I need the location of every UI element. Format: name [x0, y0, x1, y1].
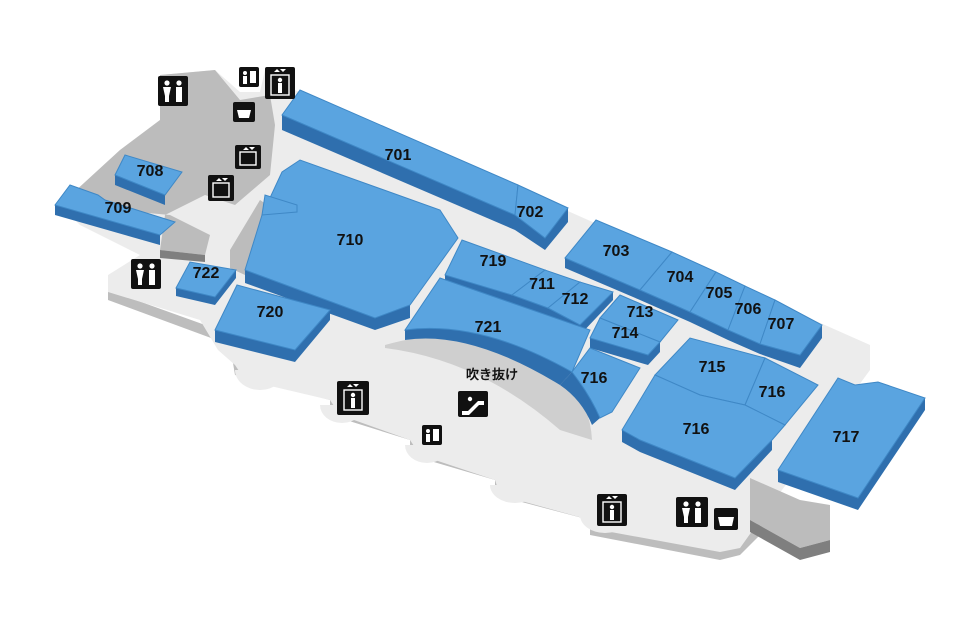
store-label-710: 711: [529, 276, 555, 293]
store-label-704: 704: [667, 269, 694, 286]
store-717[interactable]: 717: [777, 377, 926, 510]
store-label-716b: 716: [683, 421, 710, 438]
store-label-717: 717: [833, 429, 860, 446]
service-elevator-icon-2[interactable]: [208, 175, 234, 201]
nursing-room-icon-2[interactable]: [714, 508, 738, 530]
store-701[interactable]: 701: [281, 89, 519, 230]
accessible-restroom-icon[interactable]: [239, 67, 259, 87]
store-label-711: 712: [562, 291, 589, 308]
stores: 701 702 703 704 705 706: [54, 89, 926, 510]
store-label-705: 705: [706, 285, 733, 302]
store-702[interactable]: 702: [514, 184, 569, 250]
restroom-icon[interactable]: [158, 76, 188, 106]
store-label-722: 722: [193, 265, 220, 282]
elevator-icon[interactable]: [265, 67, 295, 99]
store-label-701: 701: [385, 147, 412, 164]
store-label-718: 709: [105, 200, 132, 217]
restroom-icon-3[interactable]: [676, 497, 708, 527]
service-elevator-icon[interactable]: [235, 145, 261, 169]
store-705[interactable]: 705: [689, 271, 746, 340]
store-708[interactable]: 708: [114, 154, 183, 205]
elevator-icon-3[interactable]: [597, 494, 627, 526]
store-707[interactable]: 707: [759, 299, 823, 368]
store-718[interactable]: 709: [54, 184, 177, 245]
store-label-715: 716: [759, 384, 786, 401]
facility-icons: [131, 67, 738, 530]
store-716a[interactable]: 716: [560, 347, 641, 425]
store-722[interactable]: 722: [175, 261, 237, 305]
store-720[interactable]: 720: [214, 284, 331, 362]
store-label-703: 703: [603, 243, 630, 260]
store-label-719: 719: [480, 253, 507, 270]
store-709[interactable]: 710: [244, 159, 459, 330]
store-label-706: 706: [735, 301, 762, 318]
escalator-icon[interactable]: [458, 391, 488, 417]
store-label-712: 713: [627, 304, 654, 321]
store-715[interactable]: 716: [744, 357, 819, 426]
store-label-702: 702: [517, 204, 544, 221]
store-label-709: 710: [337, 232, 364, 249]
store-label-716a: 716: [581, 370, 608, 387]
store-label-720: 720: [257, 304, 284, 321]
store-label-721: 721: [475, 319, 502, 336]
atrium-void-label: 吹き抜け: [466, 367, 518, 383]
store-label-713: 714: [612, 325, 639, 342]
store-713[interactable]: 714: [589, 317, 661, 365]
nursing-room-icon[interactable]: [233, 102, 255, 122]
store-716b[interactable]: 716: [621, 374, 786, 490]
elevator-icon-2[interactable]: [337, 381, 369, 415]
accessible-restroom-icon-2[interactable]: [422, 425, 442, 445]
restroom-icon-2[interactable]: [131, 259, 161, 289]
store-label-708: 708: [137, 163, 164, 180]
store-label-707: 707: [768, 316, 795, 333]
store-label-714: 715: [699, 359, 726, 376]
store-704[interactable]: 704: [639, 251, 717, 322]
